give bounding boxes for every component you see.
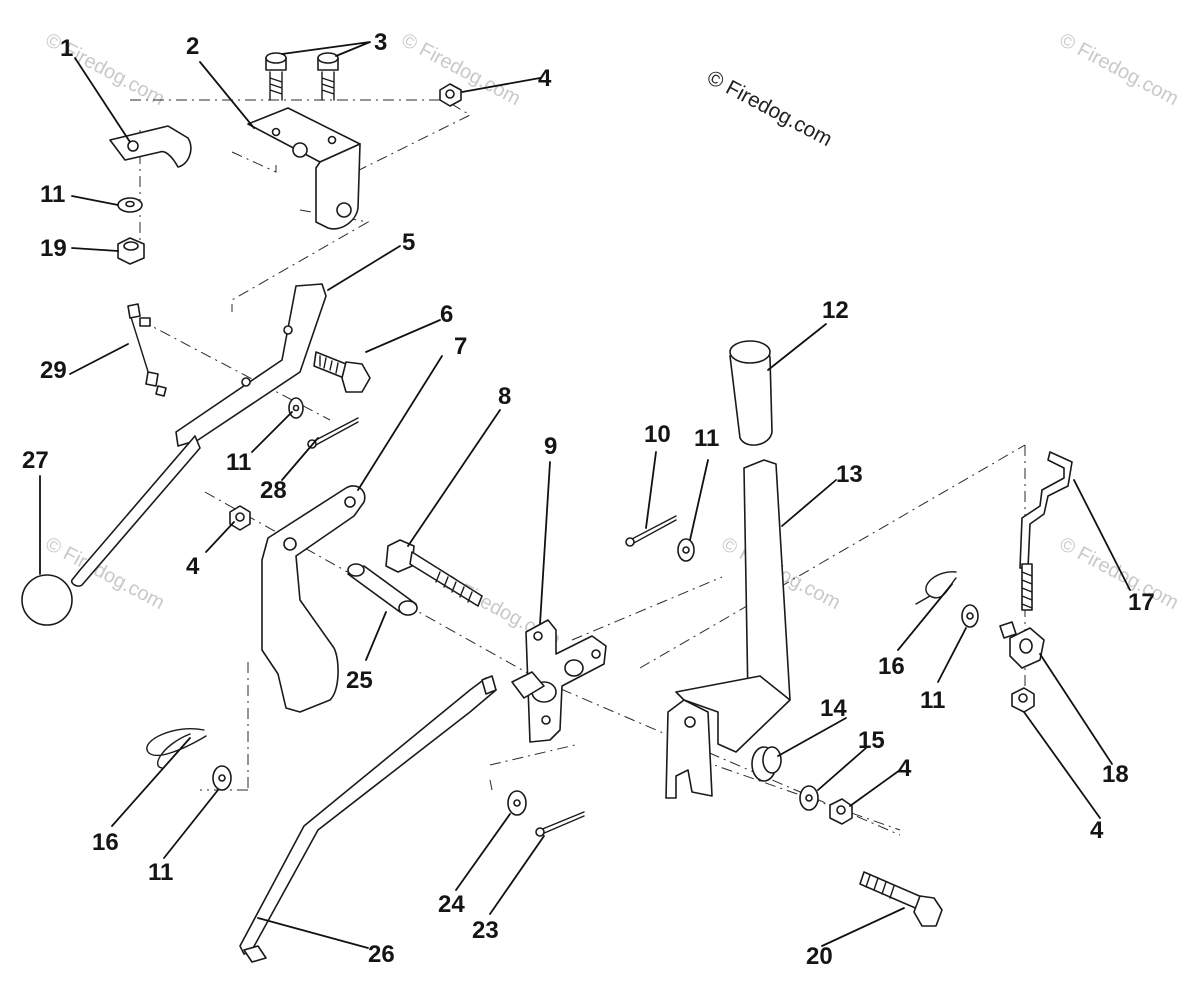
callout-16: 16 (878, 653, 905, 680)
callout-24: 24 (438, 891, 465, 918)
callout-29: 29 (40, 357, 67, 384)
callout-4: 4 (1090, 817, 1104, 844)
callout-17: 17 (1128, 589, 1155, 616)
lift-handle (665, 459, 791, 799)
callout-11: 11 (148, 859, 173, 886)
long-bolt (385, 539, 483, 607)
watermark-text: © Firedog.com (1056, 533, 1180, 614)
watermarks: © Firedog.com © Firedog.com © Firedog.co… (42, 29, 1180, 651)
spacer-tube (347, 563, 418, 616)
ferrule (999, 621, 1045, 669)
callout-10: 10 (644, 421, 671, 448)
callout-4: 4 (186, 553, 200, 580)
callout-7: 7 (454, 333, 467, 360)
callout-11: 11 (40, 181, 65, 208)
callout-25: 25 (346, 667, 373, 694)
callout-9: 9 (544, 433, 557, 460)
pivot-plate (511, 619, 607, 743)
callout-18: 18 (1102, 761, 1129, 788)
callout-19: 19 (40, 235, 67, 262)
callout-11: 11 (694, 425, 719, 452)
mounting-bracket (247, 107, 361, 230)
callout-20: 20 (806, 943, 833, 970)
bushing (751, 746, 782, 782)
callout-13: 13 (836, 461, 863, 488)
washers (117, 197, 979, 816)
callout-1: 1 (60, 35, 73, 62)
clip-part (109, 125, 192, 168)
watermark-text: © Firedog.com (1056, 29, 1180, 110)
callout-14: 14 (820, 695, 847, 722)
assembly-lines (130, 99, 1026, 836)
bolts (265, 52, 339, 101)
callout-4: 4 (898, 755, 912, 782)
large-nut (117, 237, 145, 265)
hex-bolt (859, 871, 943, 927)
callout-26: 26 (368, 941, 395, 968)
cotter-pins (307, 417, 677, 837)
callout-23: 23 (472, 917, 499, 944)
lift-lever-rod (70, 283, 327, 587)
knob (21, 574, 73, 626)
callout-15: 15 (858, 727, 885, 754)
nuts (229, 83, 1035, 825)
curved-bracket (261, 485, 366, 713)
leader-lines (39, 41, 1131, 949)
callout-11: 11 (920, 687, 945, 714)
bent-rod (1019, 451, 1073, 611)
small-link (127, 303, 167, 397)
callout-labels: 1 2 3 4 11 19 5 6 7 29 27 8 11 28 4 9 10… (22, 29, 1155, 970)
shoulder-bolt (313, 351, 371, 393)
callout-3: 3 (374, 29, 387, 56)
callout-27: 27 (22, 447, 49, 474)
callout-2: 2 (186, 33, 199, 60)
callout-5: 5 (402, 229, 415, 256)
handle-grip (729, 340, 773, 446)
callout-8: 8 (498, 383, 511, 410)
callout-12: 12 (822, 297, 849, 324)
lift-rod (239, 675, 497, 963)
callout-16: 16 (92, 829, 119, 856)
callout-28: 28 (260, 477, 287, 504)
callout-11: 11 (226, 449, 251, 476)
callout-6: 6 (440, 301, 453, 328)
callout-4: 4 (538, 65, 552, 92)
